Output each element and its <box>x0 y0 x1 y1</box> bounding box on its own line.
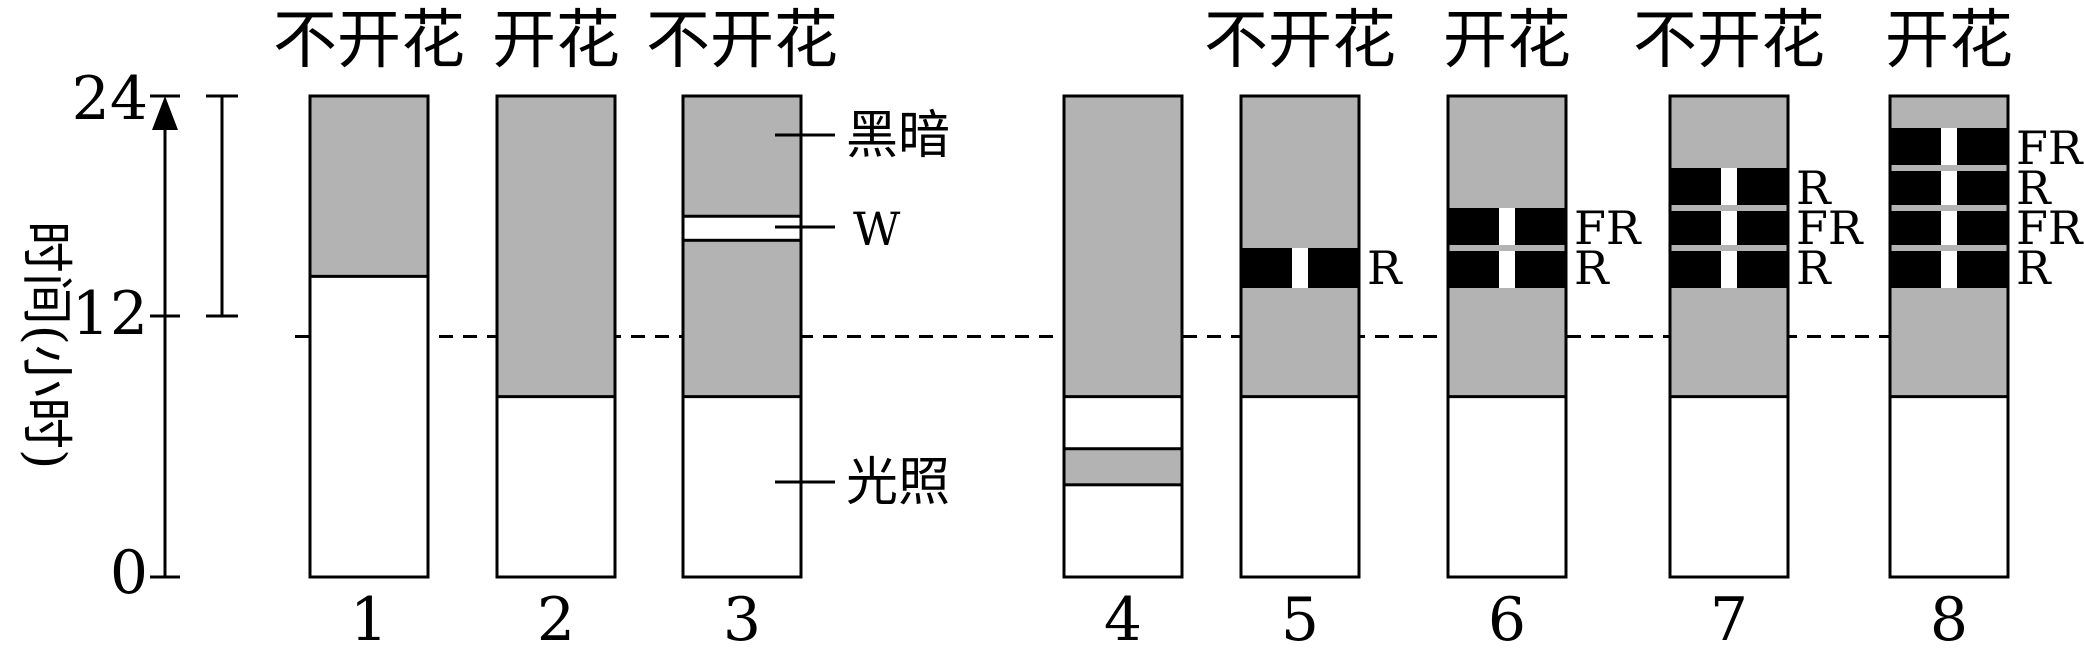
result-label-7: 不开花 <box>1633 4 1825 78</box>
column-outline-3 <box>681 94 803 579</box>
column-outline-5 <box>1239 94 1361 579</box>
pulse-label-6-1: R <box>1574 241 1610 295</box>
pulse-label-6-2: FR <box>1574 201 1642 255</box>
column-outline-1 <box>308 94 430 579</box>
dark-period-5 <box>1241 96 1359 397</box>
tick-label-0: 0 <box>110 538 148 608</box>
annotation-w: W <box>853 202 901 256</box>
pulse-label-7-2: FR <box>1796 201 1864 255</box>
dark-period-1 <box>310 96 428 277</box>
pulse-label-8-2: FR <box>2016 201 2084 255</box>
pulse-gap-5 <box>1292 248 1308 288</box>
tick-label-24: 24 <box>72 64 148 134</box>
column-outline-2 <box>495 94 617 579</box>
annotation-dark: 黑暗 <box>846 106 950 166</box>
column-number-8: 8 <box>1930 585 1968 649</box>
pulse-gap-7 <box>1721 168 1737 288</box>
result-label-8: 开花 <box>1885 4 2013 78</box>
light-period-4 <box>1064 396 1182 577</box>
pulse-separator-8-1 <box>1890 245 2008 251</box>
light-period-2 <box>497 396 615 577</box>
light-period-6 <box>1448 396 1566 577</box>
column-number-2: 2 <box>537 585 575 649</box>
dark-period-4 <box>1064 96 1182 397</box>
pulse-label-8-4: FR <box>2016 121 2084 175</box>
pulse-separator-7-2 <box>1670 205 1788 211</box>
result-label-6: 开花 <box>1443 4 1571 78</box>
column-outline-7 <box>1668 94 1790 579</box>
pulse-label-5-1: R <box>1367 241 1403 295</box>
axis-label: 时间(小时) <box>16 221 76 470</box>
column-number-7: 7 <box>1710 585 1748 649</box>
result-label-1: 不开花 <box>273 4 465 78</box>
dark-period-3 <box>683 96 801 397</box>
pulse-separator-6-1 <box>1448 245 1566 251</box>
tick-label-12: 12 <box>72 279 148 349</box>
result-label-3: 不开花 <box>646 4 838 78</box>
dark-period-2 <box>497 96 615 397</box>
annotation-light: 光照 <box>846 453 950 513</box>
column-number-5: 5 <box>1281 585 1319 649</box>
pulse-separator-7-1 <box>1670 245 1788 251</box>
column-number-4: 4 <box>1104 585 1142 649</box>
light-period-1 <box>310 276 428 577</box>
light-period-5 <box>1241 396 1359 577</box>
column-outline-6 <box>1446 94 1568 579</box>
result-label-5: 不开花 <box>1204 4 1396 78</box>
pulse-separator-8-3 <box>1890 165 2008 171</box>
light-period-7 <box>1670 396 1788 577</box>
column-number-3: 3 <box>723 585 761 649</box>
dark-interruption-4 <box>1062 447 1184 487</box>
result-label-2: 开花 <box>492 4 620 78</box>
column-outline-4 <box>1062 94 1184 579</box>
bracket-12-24 <box>206 94 238 318</box>
column-outline-8 <box>1888 94 2010 579</box>
pulse-label-7-1: R <box>1796 241 1832 295</box>
pulse-label-7-3: R <box>1796 161 1832 215</box>
axis-arrow-icon <box>152 96 178 130</box>
column-number-1: 1 <box>350 585 388 649</box>
pulse-label-8-3: R <box>2016 161 2052 215</box>
pulse-label-8-1: R <box>2016 241 2052 295</box>
light-period-3 <box>683 396 801 577</box>
column-number-6: 6 <box>1488 585 1526 649</box>
light-period-8 <box>1890 396 2008 577</box>
pulse-separator-8-2 <box>1890 205 2008 211</box>
